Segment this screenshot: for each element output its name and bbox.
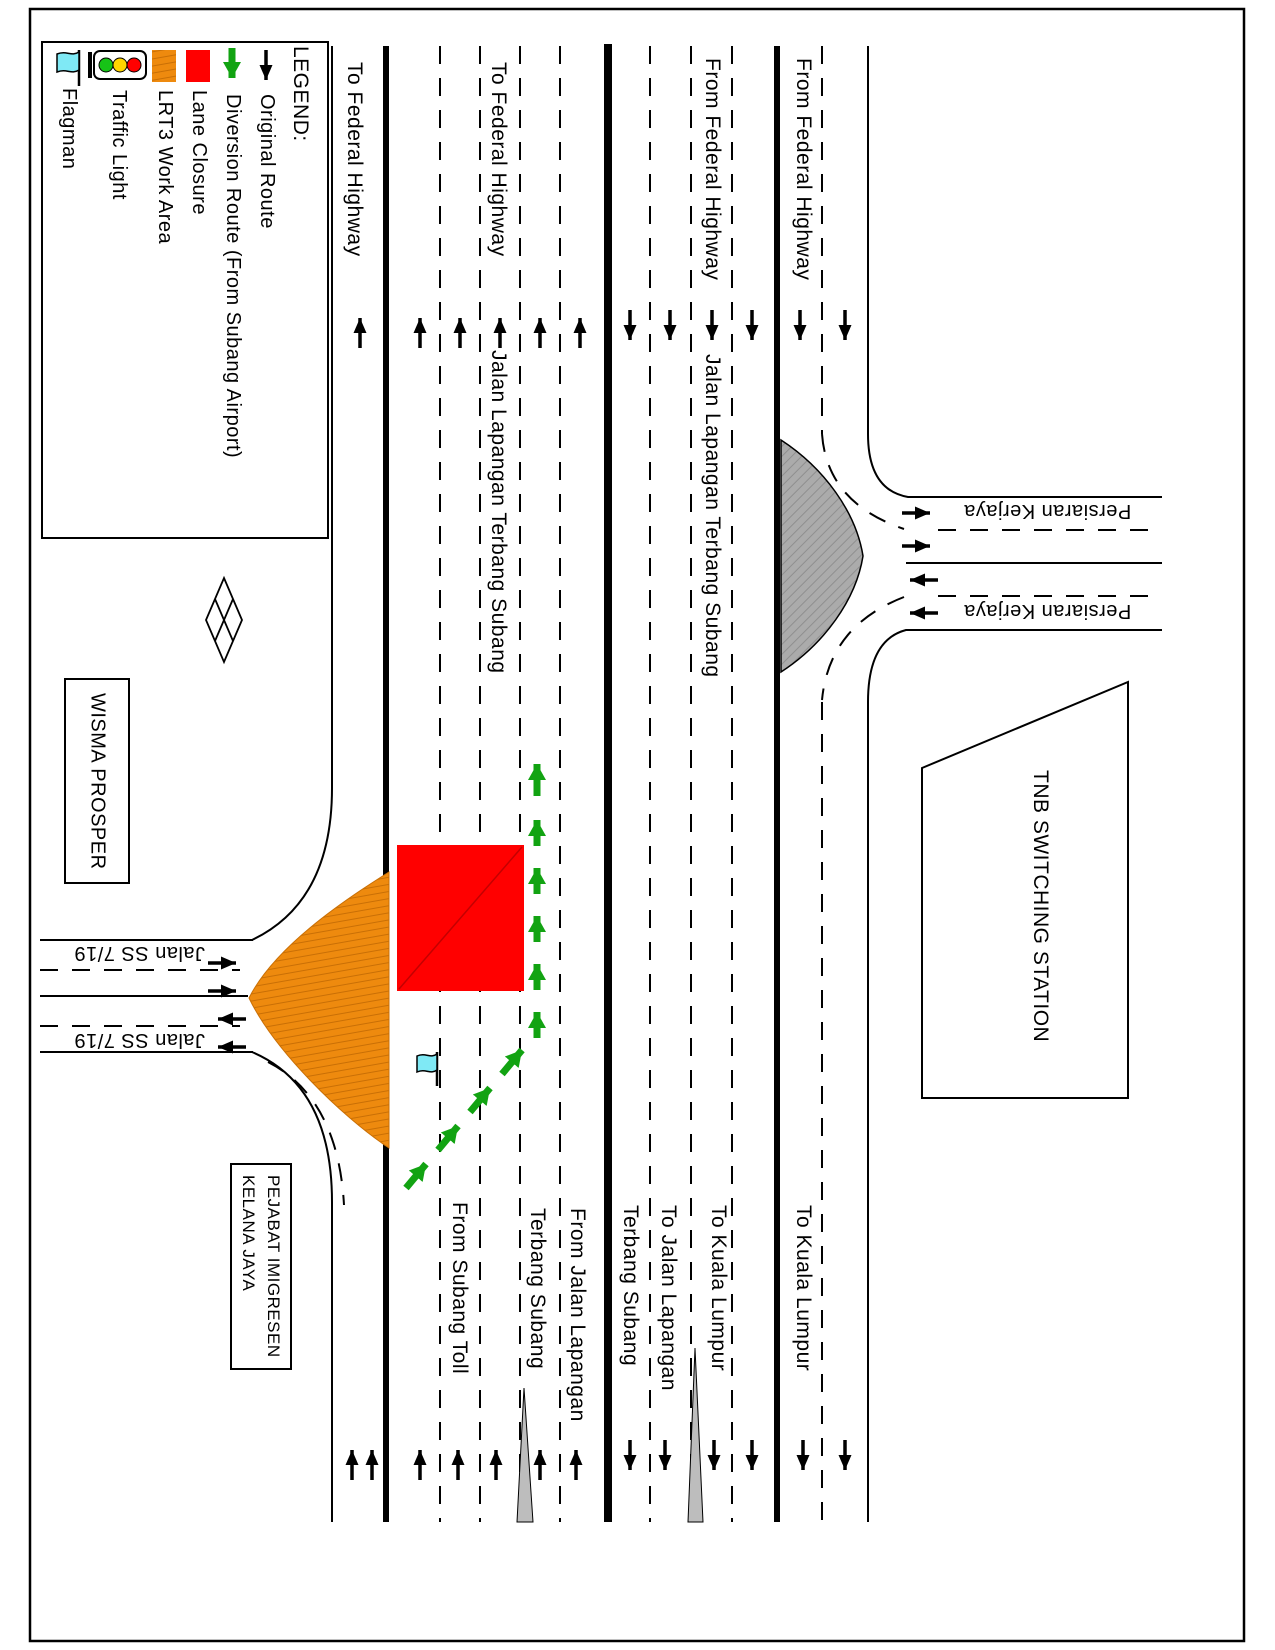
label-from-jalan-lapangan: From Jalan Lapangan Terbang Subang (526, 1208, 589, 1422)
flagman-marker-icon (416, 1052, 439, 1086)
label-persiaran-kerjaya-in: Persiaran Kerjaya (963, 600, 1132, 622)
label-jalan-ss719-in: Jalan SS 7/19 (73, 1029, 206, 1051)
legend-label-flagman: Flagman (58, 88, 80, 170)
label-jalan-ss719-out: Jalan SS 7/19 (73, 942, 206, 964)
lrt3-work-area (248, 871, 390, 1149)
label-pejabat-imigresen: PEJABAT IMIGRESEN KELANA JAYA (239, 1175, 283, 1358)
label-jalan-lapangan-south: Jalan Lapangan Terbang Subang (701, 354, 724, 678)
north-arrow-icon (205, 575, 243, 665)
label-to-kuala-lumpur-outer: To Kuala Lumpur (792, 1205, 815, 1372)
label-from-subang-toll: From Subang Toll (448, 1202, 471, 1375)
legend-label-diversion-route: Diversion Route (From Subang Airport) (222, 94, 244, 459)
lane-closure-swatch (186, 50, 210, 82)
legend-title: LEGEND: (289, 46, 312, 142)
label-from-federal-highway-right: From Federal Highway (792, 58, 815, 281)
legend-label-work-area: LRT3 Work Area (154, 90, 176, 245)
wisma-prosper-box: WISMA PROSPER (64, 678, 130, 884)
channelization-island (780, 438, 864, 674)
flagman-icon (56, 50, 81, 86)
legend-label-traffic-light: Traffic Light (108, 90, 130, 200)
traffic-light-icon (88, 50, 147, 80)
tnb-building-outline (921, 680, 1129, 1099)
traffic-direction-arrows (208, 310, 938, 1480)
road-medians (383, 44, 780, 1522)
label-from-federal-highway-main: From Federal Highway (701, 58, 724, 281)
label-persiaran-kerjaya-out: Persiaran Kerjaya (963, 500, 1132, 522)
work-area-swatch (152, 50, 176, 82)
road-edges (40, 46, 1162, 1522)
lane-closure-area (397, 845, 524, 991)
gore-markings (516, 1347, 704, 1523)
legend-frame (41, 41, 329, 539)
label-to-federal-highway-main: To Federal Highway (487, 62, 510, 257)
label-to-kuala-lumpur-inner: To Kuala Lumpur (707, 1205, 730, 1372)
legend-label-original-route: Original Route (256, 94, 278, 229)
label-wisma-prosper: WISMA PROSPER (86, 692, 109, 870)
label-to-federal-highway-left: To Federal Highway (343, 62, 366, 257)
legend-icons (56, 48, 273, 86)
label-jalan-lapangan-north: Jalan Lapangan Terbang Subang (487, 350, 510, 674)
page-border (28, 7, 1246, 1643)
legend-label-lane-closure: Lane Closure (188, 90, 210, 215)
label-to-jalan-lapangan: To Jalan Lapangan Terbang Subang (619, 1205, 680, 1391)
lane-dividers (40, 46, 1162, 1522)
label-tnb-switching-station: TNB SWITCHING STATION (1029, 770, 1052, 1043)
pejabat-imigresen-box: PEJABAT IMIGRESEN KELANA JAYA (230, 1163, 292, 1370)
diversion-route-arrows (403, 764, 546, 1191)
